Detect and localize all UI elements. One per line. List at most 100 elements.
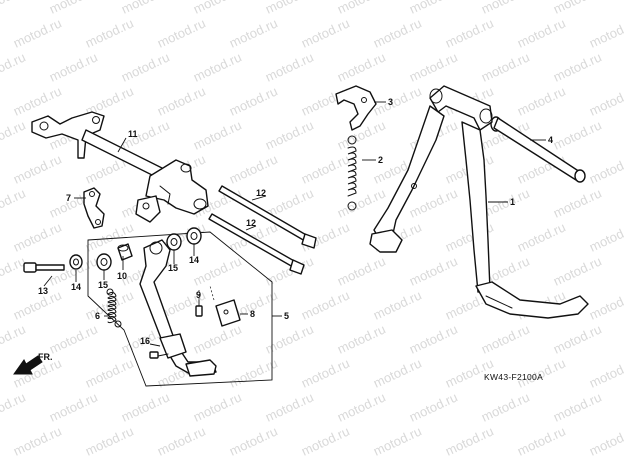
washer-14-left[interactable]	[69, 254, 83, 270]
watermark-text: motod.ru	[119, 117, 172, 152]
watermark-text: motod.ru	[515, 219, 568, 254]
callout-6: 6	[95, 311, 100, 321]
watermark-text: motod.ru	[11, 15, 64, 50]
callout-15-right: 15	[168, 263, 178, 273]
switch-16[interactable]	[149, 333, 187, 359]
watermark-text: motod.ru	[191, 117, 244, 152]
watermark-text: motod.ru	[83, 15, 136, 50]
watermark-text: motod.ru	[191, 0, 244, 17]
callout-3: 3	[388, 97, 393, 107]
watermark-text: motod.ru	[47, 321, 100, 356]
watermark-text: motod.ru	[587, 423, 625, 458]
watermark-text: motod.ru	[335, 253, 388, 288]
watermark-text: motod.ru	[47, 389, 100, 424]
washer-14-right[interactable]	[186, 227, 202, 245]
spring-6[interactable]	[106, 288, 122, 328]
callout-13: 13	[38, 286, 48, 296]
watermark-text: motod.ru	[299, 423, 352, 458]
callout-9: 9	[196, 290, 201, 300]
watermark-text: motod.ru	[443, 423, 496, 458]
watermark-text: motod.ru	[551, 321, 604, 356]
watermark-text: motod.ru	[587, 15, 625, 50]
watermark-text: motod.ru	[407, 49, 460, 84]
spacer-10[interactable]	[117, 243, 133, 261]
pin-9[interactable]	[195, 290, 203, 317]
watermark-text: motod.ru	[551, 389, 604, 424]
watermark-text: motod.ru	[119, 49, 172, 84]
watermark-text: motod.ru	[263, 389, 316, 424]
callout-labels: 1 2 3 4 5 6 7 8 9 10 11 12 12 13 14 14 1…	[38, 97, 553, 346]
watermark-text: motod.ru	[587, 287, 625, 322]
watermark-text: motod.ru	[479, 0, 532, 17]
watermark-text: motod.ru	[11, 83, 64, 118]
bolt-12-lower[interactable]	[208, 213, 305, 275]
watermark-text: motod.ru	[83, 355, 136, 390]
watermark-text: motod.ru	[299, 355, 352, 390]
watermark-text: motod.ru	[0, 185, 28, 220]
watermark-text: motod.ru	[335, 185, 388, 220]
watermark-text: motod.ru	[335, 49, 388, 84]
arrow-left-down-icon: FR.	[13, 352, 53, 375]
watermark-text: motod.ru	[551, 117, 604, 152]
watermark-text: motod.ru	[407, 253, 460, 288]
bracket-7[interactable]	[83, 187, 105, 229]
watermark-text: motod.ru	[0, 389, 28, 424]
watermark-text: motod.ru	[407, 0, 460, 17]
watermark-text: motod.ru	[155, 15, 208, 50]
diagram-code: KW43-F2100A	[484, 372, 543, 382]
leader-lines	[43, 101, 546, 347]
callout-10: 10	[117, 271, 127, 281]
bolt-12-upper[interactable]	[218, 185, 317, 249]
watermark-text: motod.ru	[0, 49, 28, 84]
watermark-text: motod.ru	[263, 117, 316, 152]
callout-14-left: 14	[71, 282, 81, 292]
watermark-text: motod.ru	[227, 151, 280, 186]
callout-4: 4	[548, 135, 553, 145]
watermark-text: motod.ru	[551, 185, 604, 220]
watermark-text: motod.ru	[191, 389, 244, 424]
watermark-text: motod.ru	[11, 219, 64, 254]
side-stand-leg[interactable]	[139, 239, 217, 377]
watermark-text: motod.ru	[155, 423, 208, 458]
main-stand-1[interactable]	[369, 85, 589, 319]
watermark-text: motod.ru	[263, 49, 316, 84]
callout-12-lower: 12	[246, 218, 256, 228]
watermark-text: motod.ru	[587, 355, 625, 390]
plate-3[interactable]	[335, 85, 377, 131]
spring-2[interactable]	[347, 135, 357, 211]
callout-8: 8	[250, 309, 255, 319]
watermark-text: motod.ru	[587, 83, 625, 118]
watermark-text: motod.ru	[263, 0, 316, 17]
watermark-text: motod.ru	[155, 83, 208, 118]
collar-15-right[interactable]	[166, 233, 182, 251]
callout-2: 2	[378, 155, 383, 165]
shaft-4[interactable]	[490, 116, 586, 183]
watermark-text: motod.ru	[515, 423, 568, 458]
watermark-text: motod.ru	[47, 0, 100, 17]
watermark-text: motod.ru	[299, 151, 352, 186]
watermark-text: motod.ru	[551, 0, 604, 17]
watermark-text: motod.ru	[587, 151, 625, 186]
main-pipe-11[interactable]	[31, 111, 209, 223]
watermark-text: motod.ru	[371, 287, 424, 322]
watermark-text: motod.ru	[227, 83, 280, 118]
watermark-text: motod.ru	[299, 83, 352, 118]
rubber-pad-8[interactable]	[209, 285, 241, 327]
watermark-text: motod.ru	[407, 185, 460, 220]
callout-16: 16	[140, 336, 150, 346]
collar-15-left[interactable]	[96, 253, 112, 271]
watermark-text: motod.ru	[299, 15, 352, 50]
watermark-text: motod.ru	[479, 389, 532, 424]
watermark-text: motod.ru	[191, 321, 244, 356]
watermark-text: motod.ru	[119, 389, 172, 424]
callout-1: 1	[510, 197, 515, 207]
bolt-13[interactable]	[23, 262, 65, 273]
watermark-text: motod.ru	[335, 0, 388, 17]
watermark-text: motod.ru	[479, 49, 532, 84]
watermark-text: motod.ru	[371, 15, 424, 50]
watermark-text: motod.ru	[335, 321, 388, 356]
front-label: FR.	[38, 352, 53, 362]
callout-11: 11	[128, 129, 138, 139]
watermark-text: motod.ru	[119, 0, 172, 17]
